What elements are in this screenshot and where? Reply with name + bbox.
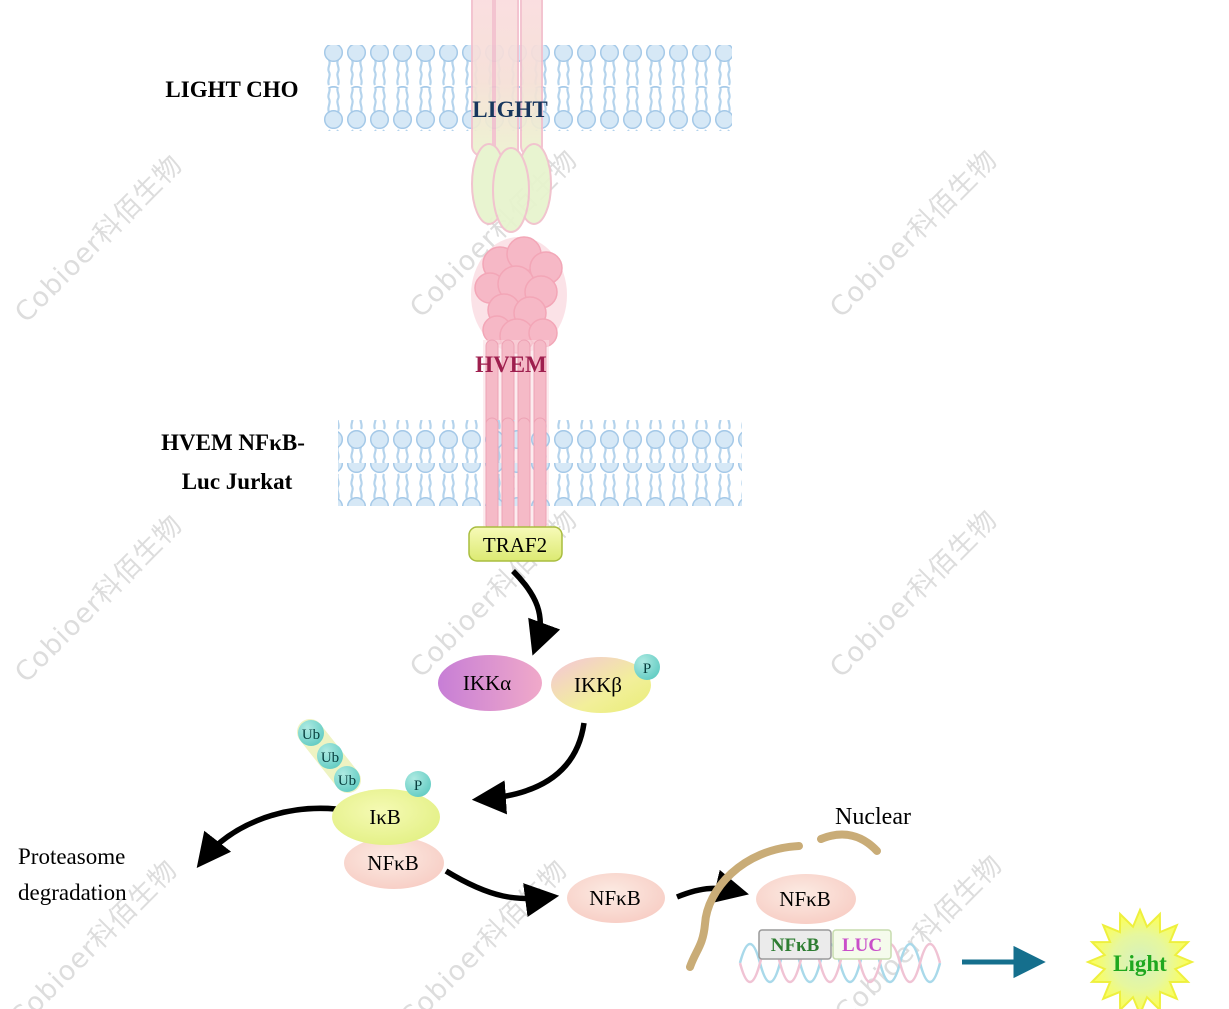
light-ligand [471,0,552,233]
ubiquitin-label: Ub [302,727,320,743]
phospho-badge [405,771,431,797]
nfkb-nuclear-node [756,874,856,924]
ubiquitin-label: Ub [321,750,339,766]
ikk-beta-label: IKKβ [574,673,622,697]
traf2-label: TRAF2 [483,533,547,557]
starburst [1085,907,1195,1009]
signal-arrows [196,569,749,917]
ubiquitin-label: Ub [338,773,356,789]
ubiquitin-badge [334,766,360,792]
nfkb-response-element-label: NFκB [771,935,820,956]
jurkat-cell-label-line1: HVEM NFκB- [161,430,305,455]
reporter-cassette: NFκB LUC [758,929,892,960]
phospho-label: P [414,778,422,794]
ikb-nfkb-complex: Ub Ub Ub P IκB NFκB [297,719,444,889]
arrow-to-proteasome [196,805,337,869]
nfkb-complex-label: NFκB [367,851,418,875]
proteasome-label-line2: degradation [18,880,127,905]
hvem-label: HVEM [475,352,547,377]
watermark-text: Cobioer科佰生物 [9,149,189,329]
light-label: LIGHT [472,97,547,122]
ikb-node [332,789,440,845]
watermark-text: Cobioer科佰生物 [824,504,1004,684]
nuclear-membrane-arc [817,830,881,855]
phospho-label: P [643,661,651,677]
light-output-label: Light [1113,951,1167,976]
arrow-nfkb-release [444,868,560,917]
hvem-transmembrane [485,417,547,531]
light-blob [492,147,530,233]
nucleus: Nuclear NFκB NFκB LUC [686,804,942,984]
luc-gene-box [832,929,892,960]
jurkat-cell-label-line2: Luc Jurkat [182,469,293,494]
ubiquitin-badge [298,720,324,746]
nfkb-response-element-box [758,929,832,960]
arrow-traf2-to-ikk [511,569,561,656]
watermark-text: Cobioer科佰生物 [4,854,184,1009]
ikb-label: IκB [369,805,401,829]
ikk-complex: IKKα IKKβ P [438,654,660,713]
arrow-ikk-to-ikb [471,722,587,815]
nfkb-nuclear-label: NFκB [779,887,830,911]
nfkb-complex-node [344,837,444,889]
ubiquitin-badge [317,743,343,769]
proteasome-label-line1: Proteasome [18,844,125,869]
ikk-alpha-label: IKKα [463,671,511,695]
ikk-alpha-node [438,655,542,711]
arrow-nfkb-to-nucleus [675,869,749,904]
nuclear-membrane-arc [686,842,803,971]
watermark-text: Cobioer科佰生物 [824,144,1004,324]
watermark-text: Cobioer科佰生物 [9,509,189,689]
phospho-badge [634,654,660,680]
light-cho-cell-label: LIGHT CHO [165,77,298,102]
nuclear-label: Nuclear [835,804,911,830]
luc-gene-label: LUC [842,935,882,956]
watermark-text: Cobioer科佰生物 [829,849,1009,1009]
traf2-node: TRAF2 [468,526,563,562]
ikk-beta-node [551,657,651,713]
light-output: Light [1085,907,1195,1009]
nfkb-free: NFκB [567,873,665,923]
nfkb-free-label: NFκB [589,886,640,910]
